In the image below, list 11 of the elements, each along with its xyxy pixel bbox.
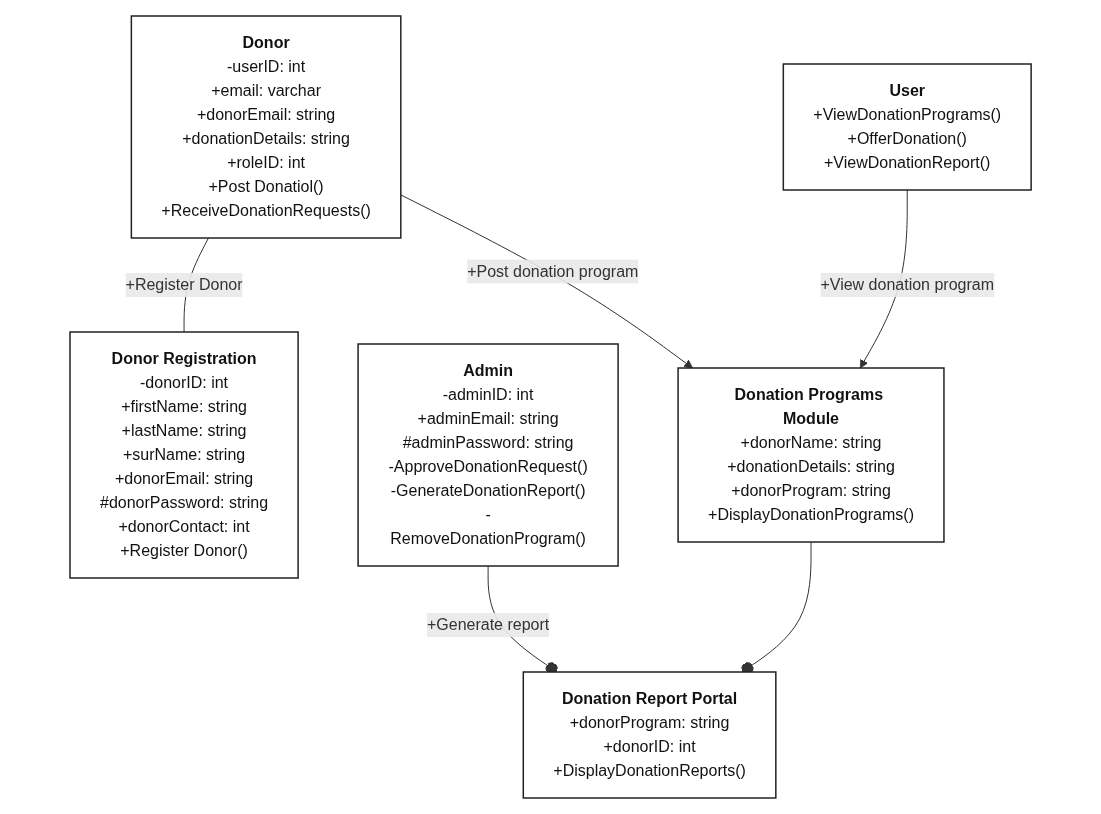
arrow: [400, 194, 693, 369]
node-box: Donor -userID: int +email: varchar +donorEmail: string +donationDetails: string +roleID: int +Post Donatiol() +ReceiveDonationRequests(): [130, 15, 402, 239]
edge-label: +Register Donor: [125, 276, 243, 293]
edge-label: +View donation program: [820, 276, 994, 293]
node-box: Donor Registration -donorID: int +firstName: string +lastName: string +surName: string +donorEmail: string #donorPassword: string +donorContact: int +Register Donor(): [69, 331, 299, 579]
edge-label: +Generate report: [426, 616, 550, 633]
edge-label: +Post donation program: [467, 262, 639, 280]
node-box: Admin -adminID: int +adminEmail: string #adminPassword: string -ApproveDonationRequest() -GenerateDonationReport() -RemoveDonationProgram(): [357, 343, 619, 567]
node-box: Donation Programs Module +donorName: string +donationDetails: string +donorProgram: string +DisplayDonationPrograms(): [677, 367, 945, 543]
node-box: User +ViewDonationPrograms() +OfferDonation() +ViewDonationReport(): [782, 63, 1032, 191]
node-box: Donation Report Portal +donorProgram: string +donorID: int +DisplayDonationReports(): [522, 671, 777, 799]
